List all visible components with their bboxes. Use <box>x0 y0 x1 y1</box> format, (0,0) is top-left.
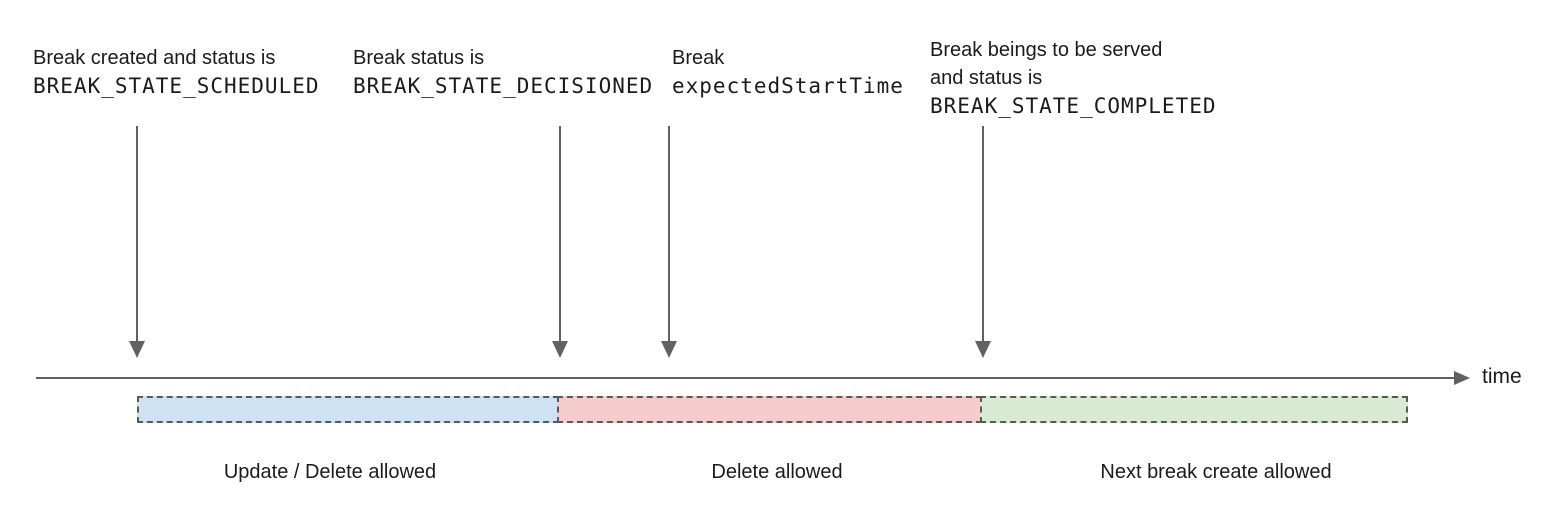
down-arrow-break-completed <box>975 126 991 358</box>
annotation-break-decisioned-state: BREAK_STATE_DECISIONED <box>353 74 654 98</box>
down-arrow-expected-start-time <box>661 126 677 358</box>
down-arrow-break-created <box>129 126 145 358</box>
annotation-break-completed-text-1: Break beings to be served <box>930 39 1163 61</box>
caption-delete-allowed: Delete allowed <box>711 461 843 483</box>
annotation-break-decisioned-text: Break status is <box>353 47 485 69</box>
annotation-expected-start-time-field: expectedStartTime <box>672 74 904 98</box>
annotation-break-completed: Break beings to be served and status is … <box>930 36 1217 120</box>
time-axis-arrow-head-icon <box>1454 371 1470 385</box>
arrow-shaft <box>559 126 561 341</box>
segment-delete-allowed <box>557 396 982 423</box>
arrow-shaft <box>982 126 984 341</box>
caption-next-break-create-allowed: Next break create allowed <box>1100 461 1332 483</box>
annotation-break-decisioned: Break status is BREAK_STATE_DECISIONED <box>353 44 653 100</box>
down-arrow-break-decisioned <box>552 126 568 358</box>
annotation-expected-start-time-text: Break <box>672 47 725 69</box>
arrow-head-icon <box>975 341 991 358</box>
arrow-head-icon <box>661 341 677 358</box>
annotation-break-completed-text-2: and status is <box>930 67 1043 89</box>
annotation-break-created-state: BREAK_STATE_SCHEDULED <box>33 74 320 98</box>
caption-update-delete-allowed: Update / Delete allowed <box>223 461 437 483</box>
time-axis-line <box>36 377 1455 379</box>
annotation-break-created-text: Break created and status is <box>33 47 276 69</box>
arrow-head-icon <box>129 341 145 358</box>
segment-update-delete-allowed <box>137 396 559 423</box>
annotation-expected-start-time: Break expectedStartTime <box>672 44 904 100</box>
arrow-shaft <box>136 126 138 341</box>
annotation-break-created: Break created and status is BREAK_STATE_… <box>33 44 320 100</box>
period-segments <box>137 396 1409 423</box>
time-axis-label: time <box>1482 365 1522 388</box>
segment-next-break-create-allowed <box>980 396 1408 423</box>
arrow-head-icon <box>552 341 568 358</box>
arrow-shaft <box>668 126 670 341</box>
annotation-break-completed-state: BREAK_STATE_COMPLETED <box>930 94 1217 118</box>
